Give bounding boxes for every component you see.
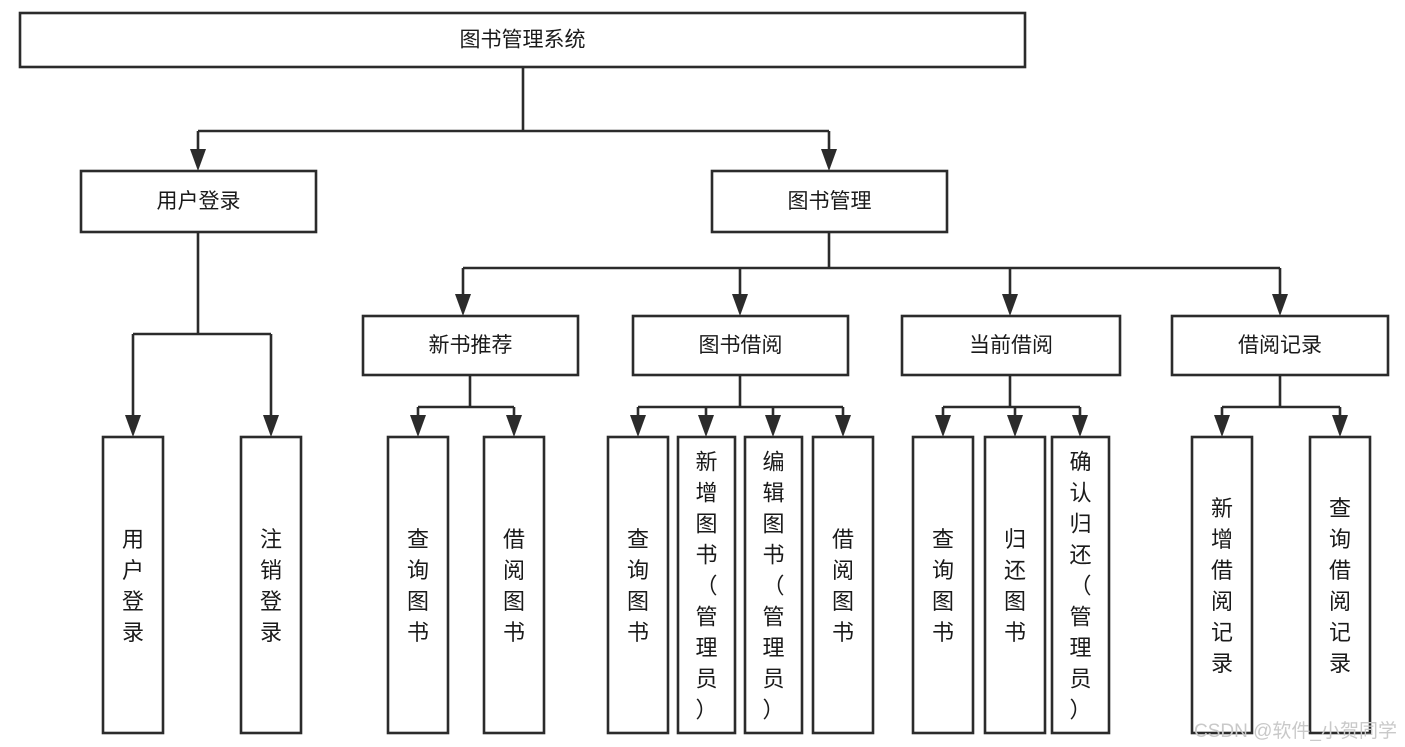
conn-user-login-to-leaves (125, 232, 279, 437)
node-box-leaf-user-login[interactable] (101, 435, 165, 735)
node-box-leaf-logout-login[interactable] (239, 435, 303, 735)
node-label-current-borrow: 当前借阅 (969, 334, 1053, 357)
conn-record-to-leaves (1214, 375, 1348, 437)
node-label-leaf-query-book-current: 查询图书 (932, 527, 954, 645)
node-box-current-borrow[interactable] (900, 314, 1122, 377)
node-current-borrow[interactable]: 当前借阅 (900, 314, 1122, 377)
conn-book-management-to-level3 (455, 232, 1288, 316)
node-box-new-book-recommend[interactable] (361, 314, 580, 377)
node-box-leaf-query-borrow-record[interactable] (1308, 435, 1372, 735)
node-new-book-recommend[interactable]: 新书推荐 (361, 314, 580, 377)
node-leaf-query-book-borrow[interactable]: 查询图书 (606, 435, 670, 735)
node-leaf-edit-book-admin[interactable]: 编辑图书（管理员） (743, 435, 804, 735)
node-label-leaf-add-borrow-record: 新增借阅记录 (1211, 496, 1233, 676)
node-box-borrow-record[interactable] (1170, 314, 1390, 377)
connector-layer (125, 67, 1348, 437)
node-label-leaf-edit-book-admin: 编辑图书（管理员） (762, 450, 784, 723)
node-label-root: 图书管理系统 (460, 29, 586, 52)
node-leaf-query-book-recommend[interactable]: 查询图书 (386, 435, 450, 735)
node-box-user-login[interactable] (79, 169, 318, 234)
node-label-leaf-user-login: 用户登录 (122, 527, 144, 645)
node-box-leaf-return-book[interactable] (983, 435, 1047, 735)
csdn-watermark: CSDN @软件_小贺同学 (1194, 721, 1397, 742)
node-box-book-management[interactable] (710, 169, 949, 234)
node-leaf-logout-login[interactable]: 注销登录 (239, 435, 303, 735)
node-label-new-book-recommend: 新书推荐 (429, 334, 513, 357)
node-label-leaf-confirm-return-admin: 确认归还（管理员） (1069, 450, 1091, 723)
node-box-leaf-add-book-admin[interactable] (676, 435, 737, 735)
node-label-book-management: 图书管理 (788, 190, 872, 213)
node-label-leaf-query-borrow-record: 查询借阅记录 (1329, 496, 1351, 676)
node-box-leaf-borrow-book-borrow[interactable] (811, 435, 875, 735)
node-user-login[interactable]: 用户登录 (79, 169, 318, 234)
node-label-leaf-logout-login: 注销登录 (260, 527, 282, 645)
node-label-borrow-record: 借阅记录 (1238, 334, 1322, 357)
node-box-root[interactable] (18, 11, 1027, 69)
node-leaf-user-login[interactable]: 用户登录 (101, 435, 165, 735)
node-leaf-query-book-current[interactable]: 查询图书 (911, 435, 975, 735)
node-label-book-borrow: 图书借阅 (699, 334, 783, 357)
node-label-leaf-return-book: 归还图书 (1004, 527, 1026, 645)
node-book-management[interactable]: 图书管理 (710, 169, 949, 234)
conn-current-to-leaves (935, 375, 1088, 437)
node-leaf-confirm-return-admin[interactable]: 确认归还（管理员） (1050, 435, 1111, 735)
node-leaf-return-book[interactable]: 归还图书 (983, 435, 1047, 735)
node-box-leaf-confirm-return-admin[interactable] (1050, 435, 1111, 735)
node-leaf-borrow-book-recommend[interactable]: 借阅图书 (482, 435, 546, 735)
node-box-leaf-edit-book-admin[interactable] (743, 435, 804, 735)
node-leaf-add-borrow-record[interactable]: 新增借阅记录 (1190, 435, 1254, 735)
conn-recommend-to-leaves (410, 375, 522, 437)
node-box-leaf-query-book-recommend[interactable] (386, 435, 450, 735)
node-leaf-borrow-book-borrow[interactable]: 借阅图书 (811, 435, 875, 735)
node-label-leaf-query-book-borrow: 查询图书 (627, 527, 649, 645)
node-label-user-login: 用户登录 (157, 190, 241, 213)
node-label-leaf-add-book-admin: 新增图书（管理员） (695, 450, 717, 723)
node-borrow-record[interactable]: 借阅记录 (1170, 314, 1390, 377)
node-label-leaf-borrow-book-borrow: 借阅图书 (832, 527, 854, 645)
node-box-leaf-query-book-current[interactable] (911, 435, 975, 735)
node-layer: 图书管理系统用户登录图书管理新书推荐图书借阅当前借阅借阅记录用户登录注销登录查询… (18, 11, 1390, 735)
node-box-leaf-borrow-book-recommend[interactable] (482, 435, 546, 735)
conn-borrow-to-leaves (630, 375, 851, 437)
node-leaf-add-book-admin[interactable]: 新增图书（管理员） (676, 435, 737, 735)
conn-root-to-level2 (190, 67, 837, 171)
node-box-book-borrow[interactable] (631, 314, 850, 377)
node-box-leaf-add-borrow-record[interactable] (1190, 435, 1254, 735)
node-box-leaf-query-book-borrow[interactable] (606, 435, 670, 735)
node-label-leaf-borrow-book-recommend: 借阅图书 (503, 527, 525, 645)
node-leaf-query-borrow-record[interactable]: 查询借阅记录 (1308, 435, 1372, 735)
node-label-leaf-query-book-recommend: 查询图书 (407, 527, 429, 645)
node-root[interactable]: 图书管理系统 (18, 11, 1027, 69)
node-book-borrow[interactable]: 图书借阅 (631, 314, 850, 377)
